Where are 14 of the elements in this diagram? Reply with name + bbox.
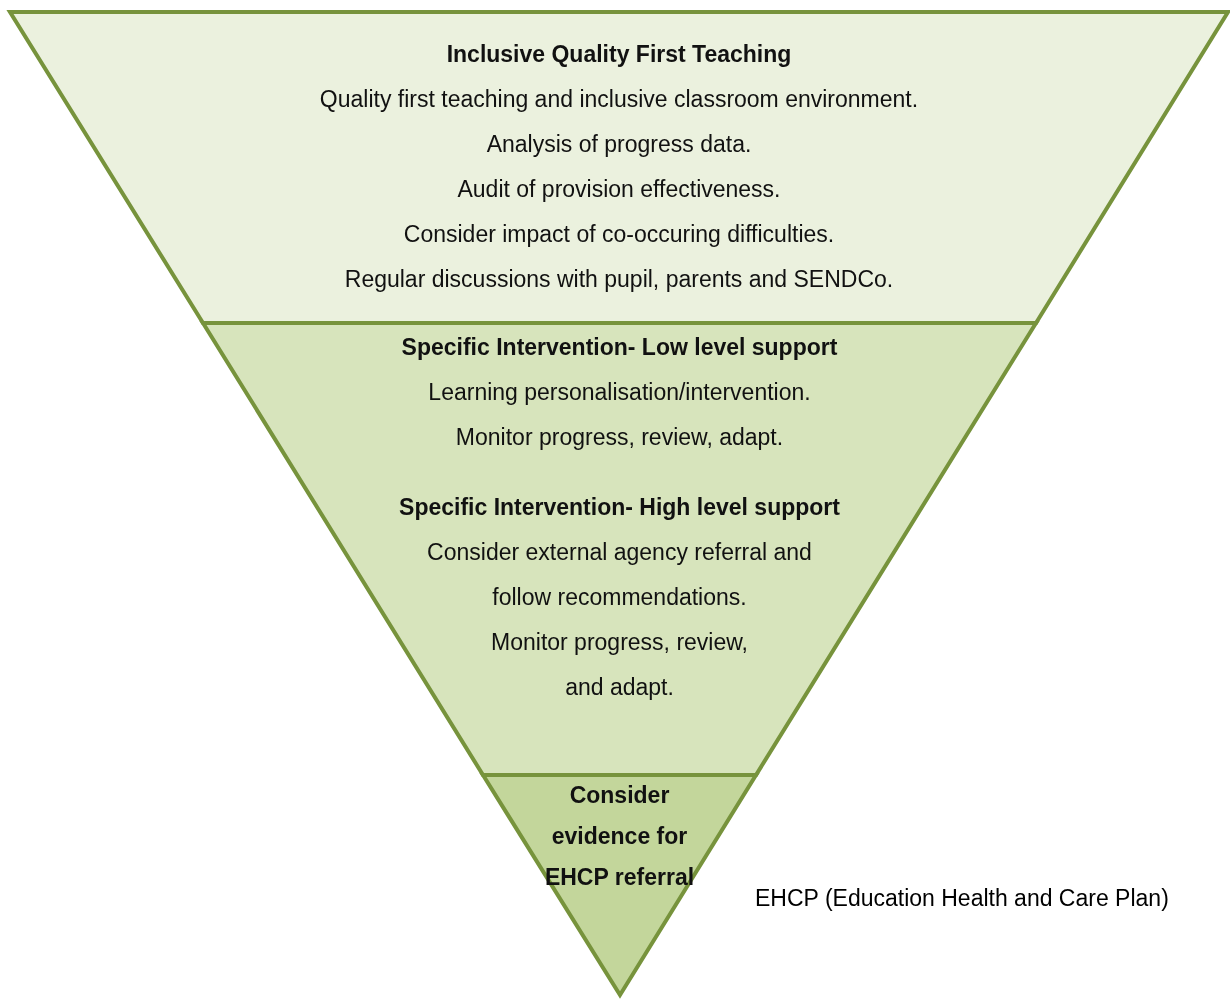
tier-text: Monitor progress, review, adapt. [454,423,785,452]
tier-text: Consider external agency referral and follow recommendations. [426,538,813,612]
tier-text: Analysis of progress data. [485,130,753,159]
footnote-text: EHCP (Education Health and Care Plan) [755,885,1169,912]
tier-heading: Specific Intervention- High level support [398,493,841,522]
tier-text: Consider impact of co-occuring difficulties. [402,220,836,249]
tier-text: Monitor progress, review, and adapt. [490,628,749,702]
tier-heading: Specific Intervention- Low level support [400,333,839,362]
tier-text: Quality first teaching and inclusive classroom environment. [318,85,920,114]
tier-text: Regular discussions with pupil, parents and SENDCo. [343,265,895,294]
tier-text: Learning personalisation/intervention. [427,378,812,407]
tier-heading: Consider evidence for EHCP referral [544,781,695,892]
tier-text: Audit of provision effectiveness. [456,175,782,204]
tier-heading: Inclusive Quality First Teaching [445,40,793,69]
